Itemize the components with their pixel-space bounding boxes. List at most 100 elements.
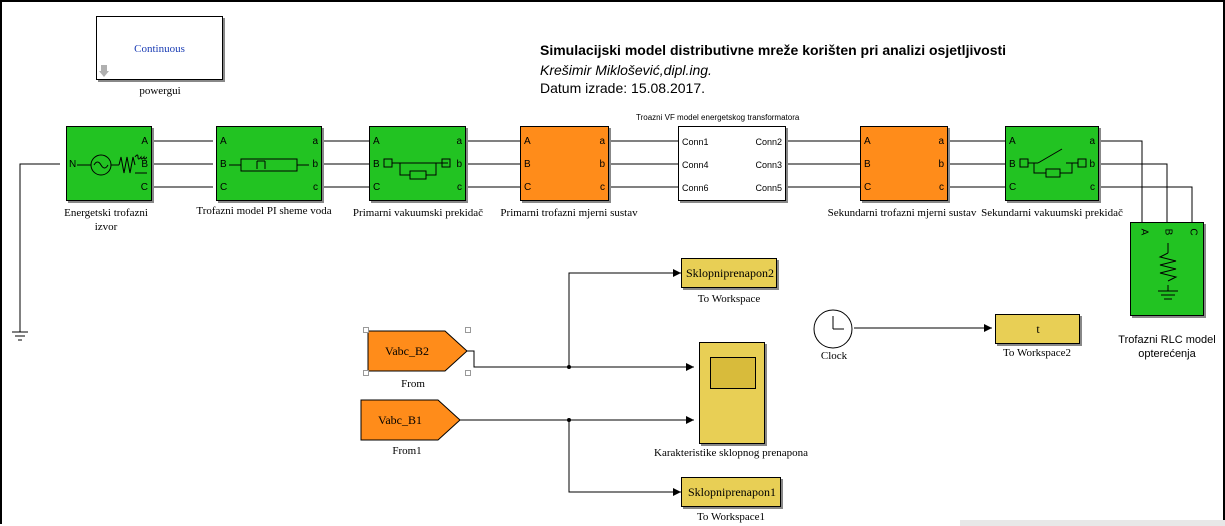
clock-label: Clock (820, 350, 848, 362)
pm-out-b: b (599, 159, 605, 170)
to-workspace-var: Sklopniprenapon2 (686, 266, 774, 280)
tr-conn1: Conn1 (682, 137, 709, 147)
rlc-port-b: B (1162, 228, 1174, 236)
pi-out-b: b (312, 159, 318, 170)
rlc-label-1: Trofazni RLC model (1118, 334, 1216, 346)
to-workspace1-block[interactable]: Sklopniprenapon1 (681, 477, 781, 507)
selection-handle[interactable] (363, 370, 369, 376)
to-workspace2-var: t (1036, 322, 1040, 336)
pbr-out-a: a (456, 136, 462, 147)
to-workspace2-label: To Workspace2 (1002, 347, 1072, 359)
rlc-port-c: C (1187, 228, 1199, 236)
pi-in-b: B (220, 159, 227, 170)
selection-handle[interactable] (465, 327, 471, 333)
pbr-in-c: C (373, 182, 381, 193)
secondary-measurement-block[interactable]: A B C a b c (860, 126, 948, 201)
open-breaker-icon (1019, 148, 1087, 178)
pbr-out-c: c (457, 182, 462, 193)
model-author: Krešimir Miklošević,dipl.ing. (540, 62, 712, 78)
pi-line-label: Trofazni model PI sheme voda (196, 205, 332, 217)
secondary-breaker-block[interactable]: A B C a b c (1005, 126, 1099, 201)
model-title: Simulacijski model distributivne mreže k… (540, 42, 1007, 58)
sbr-out-b: b (1089, 159, 1095, 170)
pbr-in-b: B (373, 159, 380, 170)
model-date: Datum izrade: 15.08.2017. (540, 80, 705, 96)
rlc-icon (1158, 243, 1178, 300)
from-b2-tag: Vabc_B2 (385, 344, 429, 358)
powergui-arrow-head-icon (99, 71, 109, 77)
pi-out-c: c (313, 182, 318, 193)
sm-in-a: A (864, 136, 871, 147)
tr-conn2: Conn2 (755, 137, 782, 147)
primary-measurement-block[interactable]: A B C a b c (520, 126, 609, 201)
source-port-c: C (140, 182, 148, 193)
sbr-in-c: C (1009, 182, 1017, 193)
tr-conn4: Conn4 (682, 160, 709, 170)
primary-breaker-label: Primarni vakuumski prekidač (352, 207, 484, 219)
primary-measurement-label: Primarni trofazni mjerni sustav (500, 207, 638, 219)
selection-handle[interactable] (363, 327, 369, 333)
from-b2-label: From (401, 378, 425, 390)
breaker-icon (383, 158, 451, 180)
pm-out-a: a (599, 136, 605, 147)
sm-out-c: c (939, 182, 944, 193)
rlc-load-block[interactable]: A B C (1130, 222, 1204, 316)
primary-breaker-block[interactable]: A B C a b c (369, 126, 466, 201)
tr-conn6: Conn6 (682, 183, 709, 193)
powergui-mode: Continuous (134, 43, 185, 55)
transformer-title: Troazni VF model energetskog transformat… (636, 113, 800, 122)
to-workspace2-block[interactable]: t (995, 314, 1080, 344)
sbr-in-a: A (1009, 136, 1016, 147)
sm-out-b: b (938, 159, 944, 170)
to-workspace1-var: Sklopniprenapon1 (688, 485, 776, 499)
pi-line-icon (229, 158, 309, 172)
scope-block[interactable] (699, 342, 765, 444)
sbr-out-a: a (1089, 136, 1095, 147)
pbr-out-b: b (456, 159, 462, 170)
source-label-2: izvor (94, 221, 118, 233)
from-b1-block[interactable] (360, 399, 462, 443)
sm-out-a: a (938, 136, 944, 147)
pm-in-b: B (524, 159, 531, 170)
from-b2-block[interactable] (367, 330, 469, 374)
powergui-block[interactable]: Continuous (96, 16, 223, 80)
pm-in-c: C (524, 182, 532, 193)
to-workspace-label: To Workspace (697, 293, 761, 305)
secondary-measurement-label: Sekundarni trofazni mjerni sustav (827, 207, 977, 219)
transformer-block[interactable]: Conn1 Conn4 Conn6 Conn2 Conn3 Conn5 (678, 126, 786, 201)
pi-out-a: a (312, 136, 318, 147)
pm-in-a: A (524, 136, 531, 147)
selection-handle[interactable] (465, 370, 471, 376)
pbr-in-a: A (373, 136, 380, 147)
from-b1-label: From1 (392, 445, 422, 457)
powergui-label: powergui (139, 85, 181, 97)
rlc-label-2: opterećenja (1138, 348, 1196, 360)
scope-screen-icon (710, 357, 756, 389)
clock-block[interactable] (812, 308, 854, 350)
from-b1-tag: Vabc_B1 (378, 413, 422, 427)
rlc-port-a: A (1138, 228, 1150, 236)
to-workspace-block[interactable]: Sklopniprenapon2 (681, 258, 777, 288)
pm-out-c: c (600, 182, 605, 193)
powergui-arrow-icon (101, 65, 107, 71)
source-icon (77, 154, 147, 176)
sm-in-b: B (864, 159, 871, 170)
secondary-breaker-label: Sekundarni vakuumski prekidač (981, 207, 1123, 219)
source-port-b: B (141, 159, 148, 170)
horizontal-scrollbar[interactable] (960, 520, 1225, 526)
sbr-out-c: c (1090, 182, 1095, 193)
scope-label: Karakteristike sklopnog prenapona (654, 447, 808, 459)
to-workspace1-label: To Workspace1 (696, 511, 766, 523)
pi-line-block[interactable]: A B C a b c (216, 126, 322, 201)
tr-conn3: Conn3 (755, 160, 782, 170)
pi-in-a: A (220, 136, 227, 147)
three-phase-source-block[interactable]: N A B C (66, 126, 152, 201)
tr-conn5: Conn5 (755, 183, 782, 193)
pi-in-c: C (220, 182, 228, 193)
source-label-1: Energetski trofazni (64, 207, 148, 219)
sm-in-c: C (864, 182, 872, 193)
sbr-in-b: B (1009, 159, 1016, 170)
source-port-n: N (69, 159, 77, 170)
